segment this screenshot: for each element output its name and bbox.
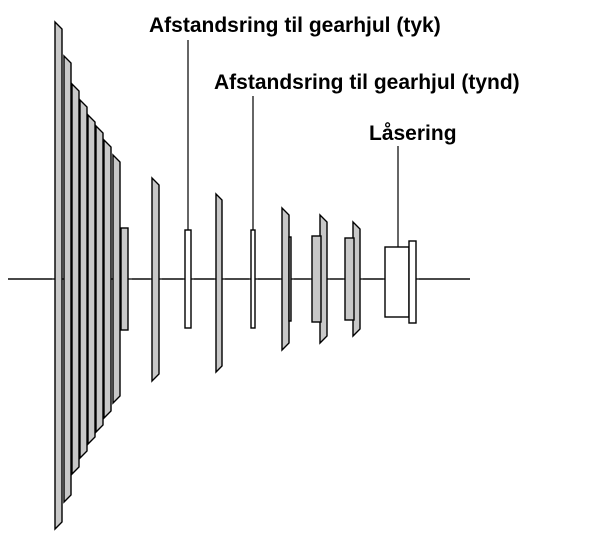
sprocket-6 — [95, 124, 104, 434]
label-spacer-thick: Afstandsring til gearhjul (tyk) — [149, 14, 441, 37]
sprocket-7 — [103, 138, 112, 420]
sprocket-loose-5-hub — [344, 237, 355, 321]
sprocket-carrier-hub — [120, 227, 129, 331]
sprocket-5 — [87, 113, 96, 446]
label-lockring: Låsering — [369, 122, 457, 145]
sprocket-stack — [54, 20, 129, 531]
label-spacer-thin: Afstandsring til gearhjul (tynd) — [214, 71, 520, 94]
sprocket-1 — [54, 20, 63, 531]
spacer-thick — [184, 229, 192, 329]
sprocket-loose-1 — [151, 176, 160, 383]
sprocket-loose-3-hub — [288, 236, 292, 322]
lockring-flange — [408, 240, 417, 324]
sprocket-loose-3 — [281, 206, 290, 352]
sprocket-loose-4-hub — [311, 235, 322, 323]
sprocket-loose-2 — [215, 192, 223, 374]
sprocket-3 — [71, 82, 80, 476]
leader-lines — [187, 40, 399, 247]
loose-parts — [151, 176, 417, 383]
spacer-thin — [250, 229, 256, 329]
sprocket-4 — [79, 98, 88, 460]
sprocket-2 — [63, 54, 72, 504]
lockring-body — [384, 246, 410, 318]
sprocket-8 — [112, 153, 121, 405]
